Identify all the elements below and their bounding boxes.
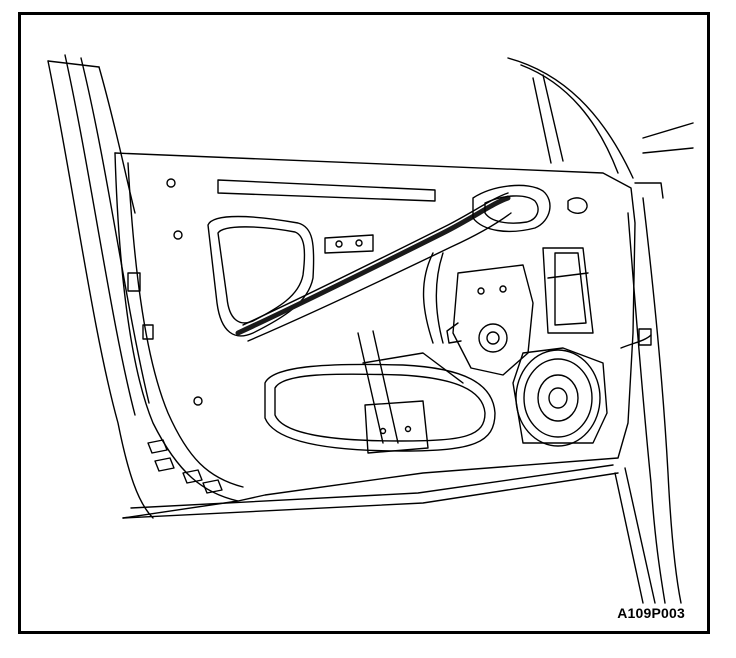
- lower-bracket: [365, 401, 428, 453]
- figure-code-label: A109P003: [617, 605, 685, 621]
- upper-access-hole: [208, 217, 314, 336]
- door-inner-panel: [115, 153, 635, 518]
- belt-molding-strip: [218, 180, 435, 201]
- drain-slots: [148, 440, 222, 493]
- door-speaker: [513, 348, 607, 446]
- window-frame: [508, 58, 693, 198]
- body-b-pillar: [615, 198, 681, 603]
- regulator-plate: [447, 265, 533, 375]
- figure-frame: A109P003: [18, 12, 710, 634]
- harness-bracket: [325, 235, 373, 253]
- regulator-rail: [358, 248, 593, 443]
- body-a-pillar: [48, 55, 153, 518]
- panel-oval-hole: [568, 198, 587, 213]
- door-panel-illustration: [21, 15, 707, 631]
- inside-handle-pocket: [473, 185, 550, 231]
- b-pillar-connector: [621, 329, 651, 348]
- edge-clips: [128, 179, 202, 405]
- lower-access-hole: [265, 364, 495, 451]
